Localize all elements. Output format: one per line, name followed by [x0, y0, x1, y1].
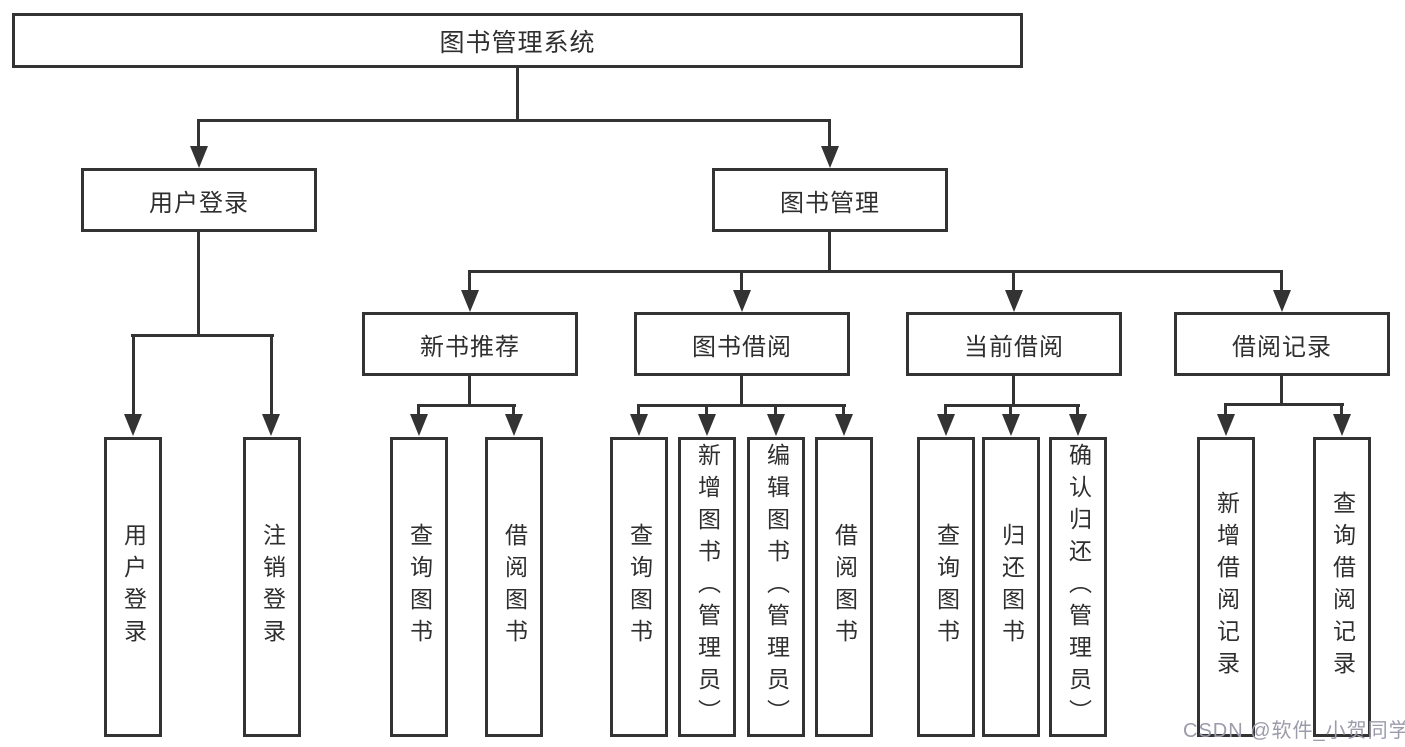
leaf-borrow-book-2: 借阅图书	[815, 437, 873, 737]
leaf-query-book-1: 查询图书	[390, 437, 448, 737]
node-current-borrow-label: 当前借阅	[964, 333, 1064, 361]
connector-vline	[828, 119, 831, 150]
leaf-label: 注销登录	[259, 523, 286, 651]
connector-vline	[1280, 270, 1283, 293]
connector-vline	[197, 232, 200, 337]
node-new-book-recommend-label: 新书推荐	[420, 333, 520, 361]
connector-vline	[828, 232, 831, 273]
connector-vline	[132, 334, 135, 418]
arrow-down-icon	[1273, 290, 1291, 312]
connector-vline	[705, 404, 708, 418]
connector-hline	[637, 404, 846, 407]
arrow-down-icon	[821, 146, 839, 168]
arrow-down-icon	[835, 414, 853, 436]
arrow-down-icon	[190, 146, 208, 168]
arrow-down-icon	[698, 414, 716, 436]
arrow-down-icon	[767, 414, 785, 436]
leaf-label: 编辑图书（管理员）	[763, 443, 790, 731]
leaf-user-login: 用户登录	[104, 437, 162, 737]
leaf-label: 确认归还（管理员）	[1065, 443, 1092, 731]
leaf-return-book: 归还图书	[982, 437, 1040, 737]
leaf-add-borrow-record: 新增借阅记录	[1197, 437, 1255, 737]
arrow-down-icon	[1005, 290, 1023, 312]
connector-vline	[1076, 404, 1079, 418]
leaf-label: 借阅图书	[501, 523, 528, 651]
node-book-management: 图书管理	[712, 168, 948, 232]
node-new-book-recommend: 新书推荐	[362, 312, 578, 376]
leaf-label: 查询图书	[933, 523, 960, 651]
leaf-query-book-2: 查询图书	[610, 437, 668, 737]
connector-hline	[131, 334, 274, 337]
leaf-label: 归还图书	[998, 523, 1025, 651]
leaf-logout: 注销登录	[243, 437, 301, 737]
connector-vline	[637, 404, 640, 418]
arrow-down-icon	[733, 290, 751, 312]
connector-vline	[270, 334, 273, 418]
connector-vline	[1224, 403, 1227, 418]
leaf-query-borrow-record: 查询借阅记录	[1313, 437, 1371, 737]
arrow-down-icon	[461, 290, 479, 312]
connector-vline	[740, 270, 743, 293]
leaf-add-book-admin: 新增图书（管理员）	[678, 437, 736, 737]
connector-vline	[516, 68, 519, 122]
leaf-label: 借阅图书	[831, 523, 858, 651]
connector-vline	[842, 404, 845, 418]
connector-vline	[1009, 404, 1012, 418]
arrow-down-icon	[1333, 414, 1351, 436]
node-root: 图书管理系统	[12, 13, 1023, 68]
node-borrow-record-label: 借阅记录	[1232, 333, 1332, 361]
leaf-label: 新增图书（管理员）	[694, 443, 721, 731]
arrow-down-icon	[1002, 414, 1020, 436]
connector-hline	[417, 404, 516, 407]
leaf-edit-book-admin: 编辑图书（管理员）	[747, 437, 805, 737]
leaf-label: 新增借阅记录	[1213, 491, 1240, 683]
leaf-label: 用户登录	[120, 523, 147, 651]
connector-vline	[197, 119, 200, 150]
connector-vline	[468, 270, 471, 293]
connector-vline	[1280, 375, 1283, 406]
node-book-borrow: 图书借阅	[634, 312, 850, 376]
node-borrow-record: 借阅记录	[1174, 312, 1390, 376]
leaf-confirm-return-admin: 确认归还（管理员）	[1049, 437, 1107, 737]
node-book-borrow-label: 图书借阅	[692, 333, 792, 361]
arrow-down-icon	[410, 414, 428, 436]
node-user-login-label: 用户登录	[149, 189, 249, 217]
connector-vline	[1340, 403, 1343, 418]
leaf-label: 查询图书	[406, 523, 433, 651]
connector-vline	[417, 404, 420, 418]
arrow-down-icon	[124, 414, 142, 436]
connector-hline	[1224, 403, 1344, 406]
connector-vline	[1012, 270, 1015, 293]
leaf-query-book-3: 查询图书	[917, 437, 975, 737]
node-book-management-label: 图书管理	[780, 189, 880, 217]
node-current-borrow: 当前借阅	[906, 312, 1122, 376]
leaf-label: 查询借阅记录	[1329, 491, 1356, 683]
connector-hline	[944, 404, 1080, 407]
node-root-label: 图书管理系统	[439, 28, 596, 57]
leaf-label: 查询图书	[626, 523, 653, 651]
connector-vline	[774, 404, 777, 418]
arrow-down-icon	[1069, 414, 1087, 436]
watermark: CSDN @软件_小贺同学	[1183, 720, 1405, 742]
arrow-down-icon	[1217, 414, 1235, 436]
arrow-down-icon	[262, 414, 280, 436]
arrow-down-icon	[937, 414, 955, 436]
connector-vline	[468, 375, 471, 406]
connector-vline	[512, 404, 515, 418]
connector-hline	[197, 119, 831, 122]
arrow-down-icon	[630, 414, 648, 436]
connector-vline	[740, 375, 743, 406]
leaf-borrow-book-1: 借阅图书	[485, 437, 543, 737]
connector-vline	[1012, 375, 1015, 406]
arrow-down-icon	[505, 414, 523, 436]
connector-vline	[944, 404, 947, 418]
connector-hline	[468, 270, 1283, 273]
node-user-login: 用户登录	[81, 168, 317, 232]
